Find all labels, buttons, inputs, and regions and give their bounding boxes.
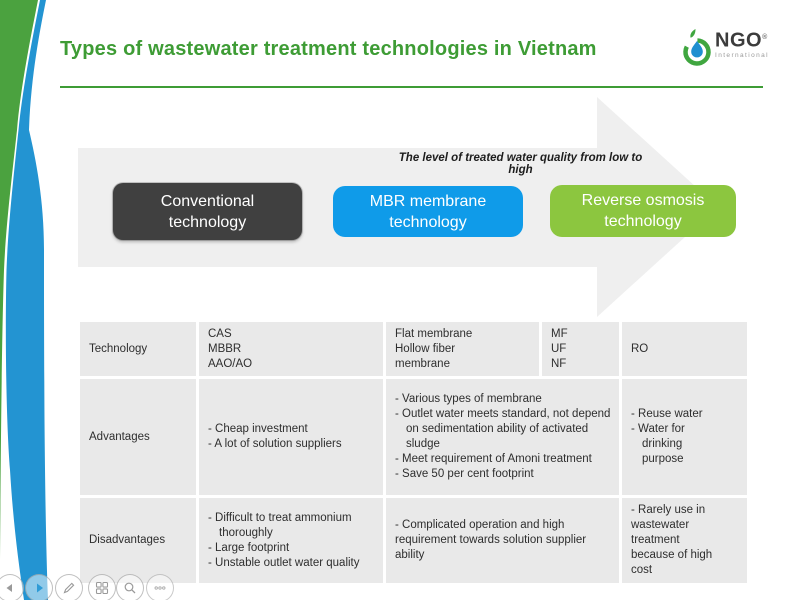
bullet-item: - Save 50 per cent footprint xyxy=(395,468,534,480)
bullet-item: - Unstable outlet water quality xyxy=(208,556,360,569)
more-options-button[interactable] xyxy=(146,574,174,600)
stage-label: Conventional technology xyxy=(160,192,255,231)
next-arrow-icon xyxy=(37,583,43,593)
disadvantages-membrane-cell: - Complicated operation and high require… xyxy=(386,498,619,583)
bullet-item: - Meet requirement of Amoni treatment xyxy=(395,453,592,465)
technology-membrane-cell: Flat membrane Hollow fiber membrane xyxy=(386,322,539,376)
water-drop-logo-icon xyxy=(683,29,711,66)
bullet-item: - Various types of membrane xyxy=(395,393,542,405)
zoom-slide-button[interactable] xyxy=(116,574,144,600)
left-swoosh-decoration xyxy=(0,0,48,600)
page-title: Types of wastewater treatment technologi… xyxy=(60,38,597,60)
bullet-item: - Large footprint xyxy=(208,541,290,554)
ngo-logo: NGO® International xyxy=(682,28,769,68)
technology-filtration-cell: MF UF NF xyxy=(542,322,619,376)
disadvantages-ro-cell: - Rarely use in wastewater treatment bec… xyxy=(622,498,747,583)
technology-ro-cell: RO xyxy=(622,322,747,376)
pen-icon xyxy=(63,582,75,594)
all-slides-button[interactable] xyxy=(88,574,116,600)
technology-conventional-cell: CAS MBBR AAO/AO xyxy=(199,322,383,376)
stage-conventional-technology: Conventional technology xyxy=(113,183,302,240)
advantages-conventional-cell: - Cheap investment - A lot of solution s… xyxy=(199,379,383,495)
comparison-table: Technology CAS MBBR AAO/AO Flat membrane… xyxy=(80,322,747,583)
bullet-item: - Reuse water xyxy=(631,408,703,420)
row-header-advantages: Advantages xyxy=(80,379,196,495)
stage-label: Reverse osmosis technology xyxy=(581,192,705,230)
row-header-technology: Technology xyxy=(80,322,196,376)
ellipsis-icon xyxy=(154,586,166,590)
advantages-ro-cell: - Reuse water - Water for drinking purpo… xyxy=(622,379,747,495)
disadvantages-conventional-cell: - Difficult to treat ammonium thoroughly… xyxy=(199,498,383,583)
previous-arrow-icon xyxy=(6,584,12,592)
stage-reverse-osmosis-technology: Reverse osmosis technology xyxy=(550,185,736,237)
bullet-item: - Outlet water meets standard, not depen… xyxy=(395,408,611,450)
advantages-membrane-cell: - Various types of membrane - Outlet wat… xyxy=(386,379,619,495)
row-header-disadvantages: Disadvantages xyxy=(80,498,196,583)
bullet-item: - Difficult to treat ammonium thoroughly xyxy=(208,511,352,539)
pen-tools-button[interactable] xyxy=(55,574,83,600)
all-slides-grid-icon xyxy=(95,581,109,595)
arrow-caption: The level of treated water quality from … xyxy=(398,152,643,176)
logo-name: NGO® xyxy=(715,29,768,52)
logo-text: NGO® International xyxy=(715,28,769,59)
bullet-item: - Water for drinking purpose xyxy=(631,423,685,465)
magnifier-icon xyxy=(124,582,136,594)
logo-subtitle: International xyxy=(715,51,769,59)
next-slide-button[interactable] xyxy=(25,574,53,600)
stage-mbr-membrane-technology: MBR membrane technology xyxy=(333,186,523,237)
registered-mark: ® xyxy=(762,34,768,41)
stage-label: MBR membrane technology xyxy=(369,192,487,231)
previous-slide-button[interactable] xyxy=(0,574,24,600)
title-divider xyxy=(60,86,763,88)
